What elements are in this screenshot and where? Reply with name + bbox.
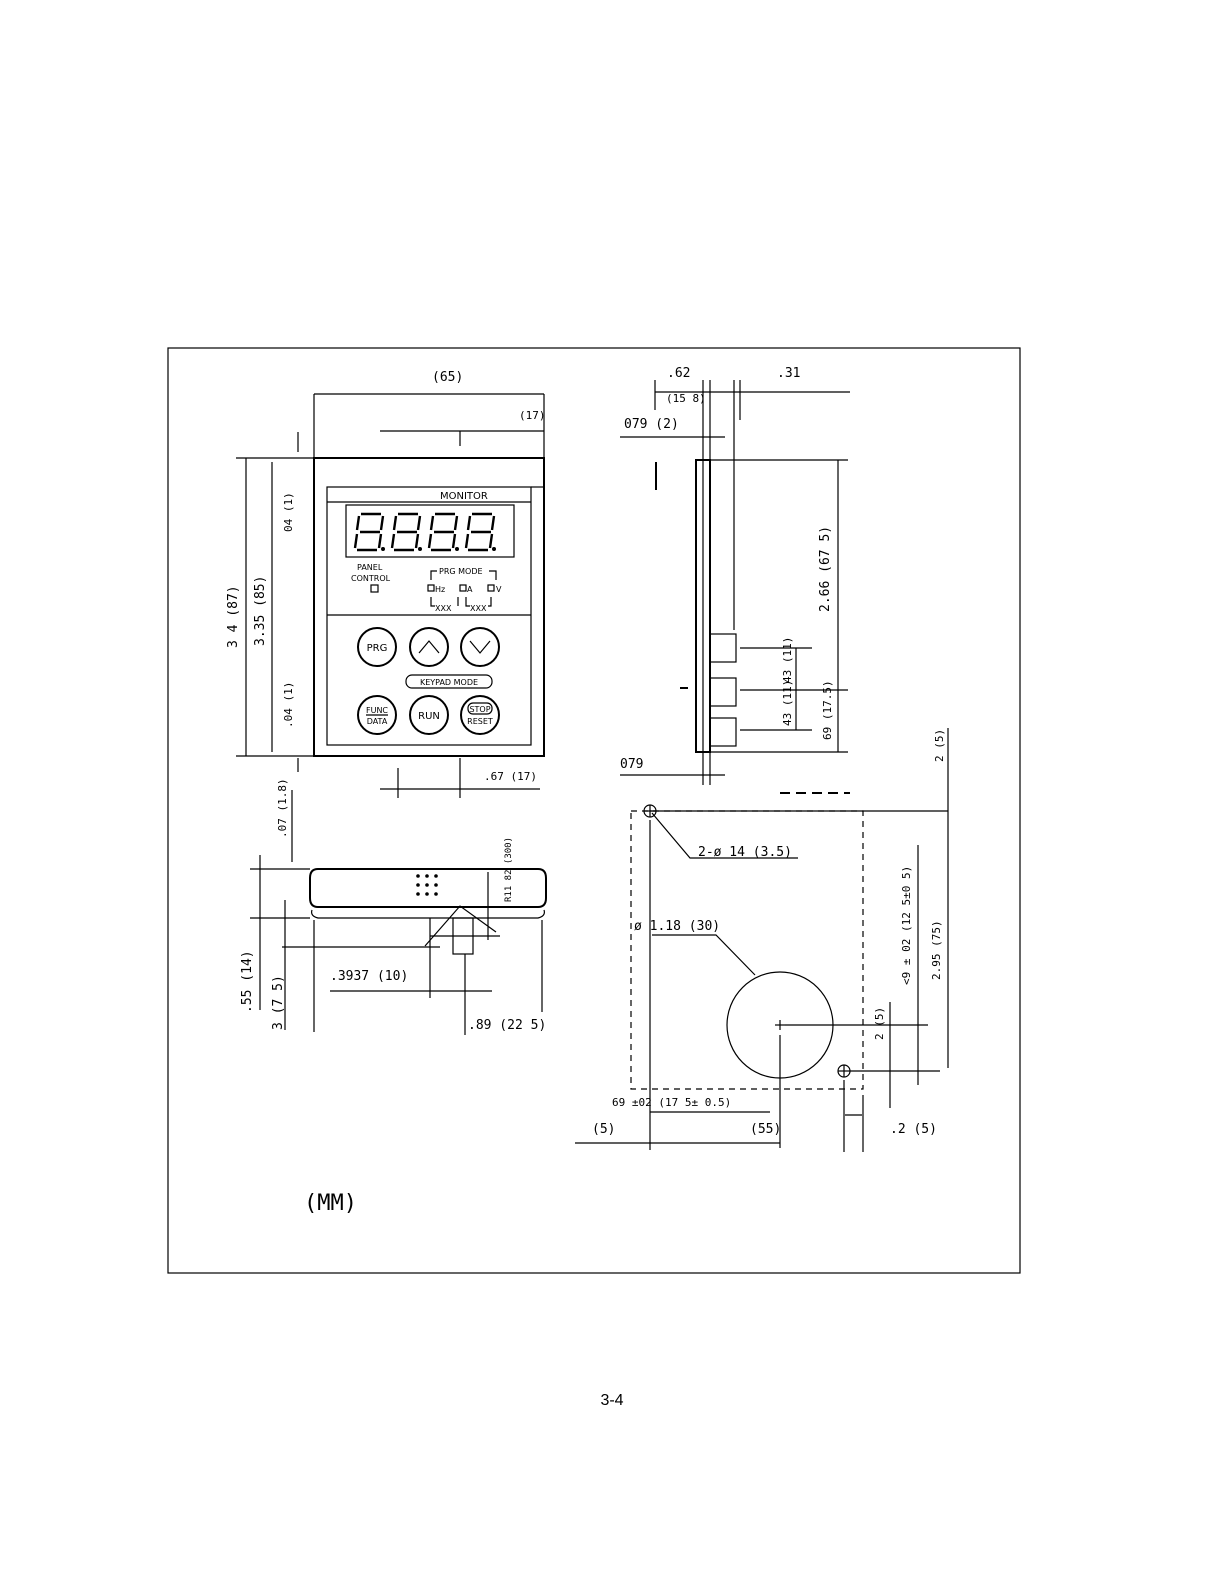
dim-bottom-offset: .67 (17)	[484, 770, 537, 783]
hz-label: Hz	[435, 585, 445, 594]
prg-button-label: PRG	[367, 643, 388, 654]
dim-panel-height: 3.35 (85)	[253, 576, 268, 646]
dim-small-v: 2 (5)	[873, 1007, 886, 1040]
func-label: FUNC	[366, 706, 388, 715]
vent-holes	[416, 874, 438, 896]
run-button[interactable]: RUN	[409, 695, 449, 735]
hz-indicator	[427, 584, 435, 592]
dim-horiz-tol: 69 ±02 (17 5± 0.5)	[612, 1096, 731, 1109]
drawing-frame	[167, 347, 1021, 1274]
a-indicator	[459, 584, 467, 592]
panel-cutout-outline	[630, 810, 864, 1090]
stop-label: STOP	[469, 705, 490, 714]
digit-2	[390, 512, 422, 552]
dim-left: (5)	[592, 1122, 615, 1137]
dim-bottom-margin: .04 (1)	[282, 682, 295, 728]
dim-holes: 2-ø 14 (3.5)	[698, 845, 792, 860]
side-body	[695, 459, 711, 753]
dim-center: (55)	[750, 1122, 781, 1137]
down-button[interactable]	[460, 627, 500, 667]
keypad-mode-badge	[405, 674, 493, 689]
data-label: DATA	[367, 717, 388, 726]
xxx-left: XXX	[435, 604, 452, 613]
key-profile-3	[709, 717, 737, 747]
dim-right: .2 (5)	[890, 1122, 937, 1137]
side-view: .62 (15 8) .31 079 (2) 2.66 (67 5) 43 (1…	[620, 366, 850, 794]
dim-radius: R11 82 (300)	[504, 837, 514, 902]
keypad-body	[313, 457, 545, 757]
prg-mode-label: PRG MODE	[439, 567, 483, 576]
dim-side-margin: 2 (5)	[933, 729, 946, 762]
dim-top-offset: (17)	[519, 409, 546, 422]
dim-step-1: 43 (11)	[781, 637, 794, 683]
prg-button[interactable]: PRG	[357, 627, 397, 667]
dim-plate-bottom: 079	[620, 757, 643, 772]
dim-gap: .07 (1.8)	[276, 778, 289, 838]
bottom-view: .07 (1.8) R11 82 (300) .55 (14) 3 (7 5) …	[240, 778, 547, 1035]
dim-boss: .3937 (10)	[330, 969, 408, 984]
seven-segment-digits	[353, 512, 496, 552]
chevron-up-icon	[418, 640, 440, 654]
chevron-down-icon	[469, 640, 491, 654]
control-label: CONTROL	[351, 574, 391, 583]
digit-3	[427, 512, 459, 552]
dim-depth-b: 3 (7 5)	[271, 975, 286, 1030]
page-number: 3-4	[600, 1392, 624, 1409]
key-profile-1	[709, 633, 737, 663]
panel-label: PANEL	[357, 563, 383, 572]
mounting-hole-bottom	[837, 1064, 851, 1078]
run-button-label: RUN	[418, 711, 440, 722]
v-indicator	[487, 584, 495, 592]
digit-1	[353, 512, 385, 552]
led-display	[345, 504, 515, 558]
keypad-mode-label: KEYPAD MODE	[420, 678, 478, 687]
front-view: MONITOR PANEL CONTROL	[226, 370, 546, 798]
cutout-view: 2 (5) 2-ø 14 (3.5) ø 1.18 (30) <9 ± 02 (…	[575, 728, 949, 1152]
dim-circle: ø 1.18 (30)	[634, 919, 720, 934]
dim-overall-depth: .89 (22 5)	[468, 1018, 546, 1033]
digit-4	[464, 512, 496, 552]
dim-overall-height: 2.95 (75)	[930, 920, 943, 980]
a-label: A	[467, 585, 473, 594]
keypad-panel	[326, 486, 532, 746]
dim-top-margin: 04 (1)	[282, 492, 295, 532]
panel-control-indicator	[370, 584, 379, 593]
mounting-hole-top	[643, 804, 657, 818]
reset-label: RESET	[467, 717, 493, 726]
v-label: V	[496, 585, 502, 594]
stop-reset-button[interactable]: STOP RESET	[460, 695, 500, 735]
dim-top-a-mm: (15 8)	[666, 392, 706, 405]
dim-top-b: .31	[777, 366, 800, 381]
func-data-button[interactable]: FUNC DATA	[357, 695, 397, 735]
xxx-right: XXX	[470, 604, 487, 613]
dim-top-a: .62	[667, 366, 690, 381]
key-profile-2	[709, 677, 737, 707]
dim-step-2: 43 (11)	[781, 680, 794, 726]
dim-width: (65)	[432, 370, 463, 385]
dim-side-height: 2.66 (67 5)	[818, 526, 833, 612]
dim-plate: 079 (2)	[624, 417, 679, 432]
monitor-label: MONITOR	[440, 491, 488, 502]
dim-vert-tol: <9 ± 02 (12 5±0 5)	[900, 866, 913, 985]
units-label: (MM)	[304, 1191, 357, 1216]
dim-overall-height: 3 4 (87)	[226, 585, 241, 648]
up-button[interactable]	[409, 627, 449, 667]
keypad-bottom-outline	[309, 868, 547, 908]
dim-depth-a: .55 (14)	[240, 950, 255, 1013]
dim-lower: 69 (17.5)	[821, 680, 834, 740]
